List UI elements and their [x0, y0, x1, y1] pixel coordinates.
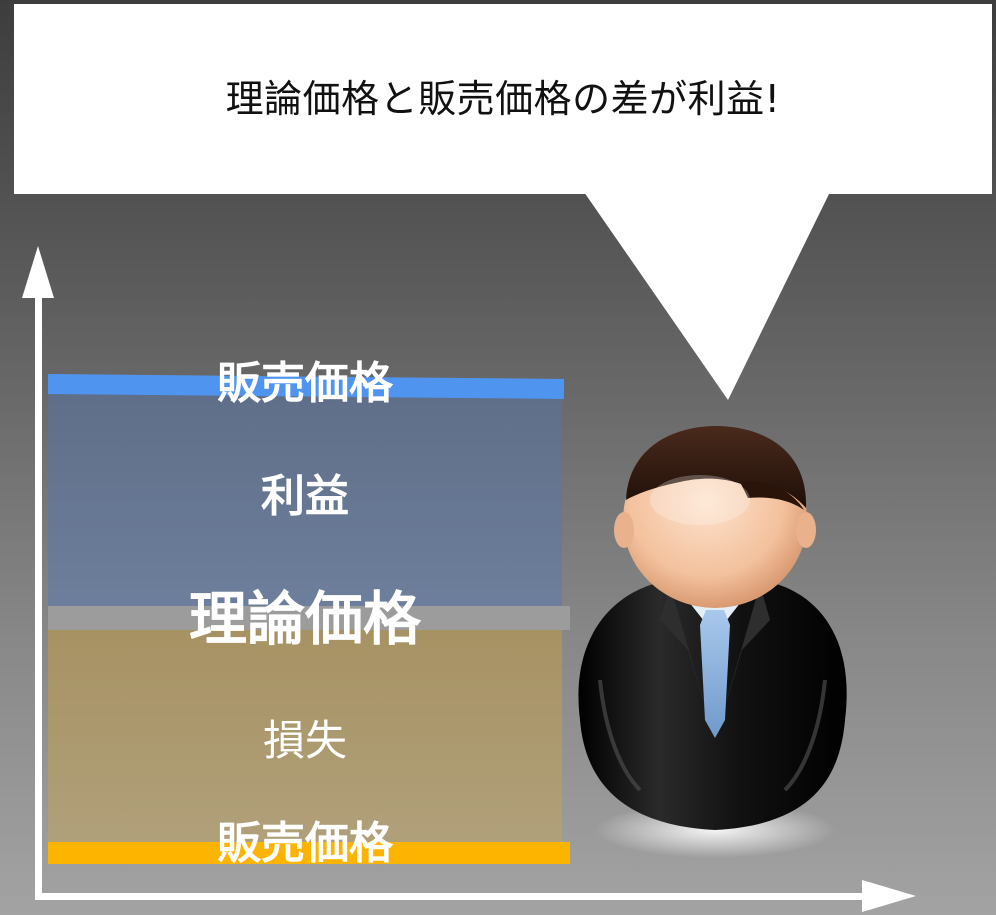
x-axis	[35, 880, 916, 912]
selling-price-bottom-label: 販売価格	[217, 818, 393, 869]
loss-region	[48, 630, 562, 844]
selling-price-bottom-line	[48, 842, 570, 864]
profit-label: 利益	[261, 471, 349, 522]
loss-label: 損失	[262, 716, 347, 765]
theoretical-price-label: 理論価格	[188, 585, 421, 653]
speech-bubble: 理論価格と販売価格の差が利益!	[14, 4, 992, 194]
y-axis-arrow-icon	[22, 246, 54, 298]
theoretical-price-line	[48, 606, 570, 630]
callout-text: 理論価格と販売価格の差が利益!	[225, 76, 781, 121]
businessman-icon	[578, 425, 847, 858]
selling-price-top-label: 販売価格	[217, 358, 393, 409]
x-axis-arrow-icon	[862, 880, 916, 912]
y-axis	[22, 246, 54, 900]
profit-region	[48, 388, 562, 610]
